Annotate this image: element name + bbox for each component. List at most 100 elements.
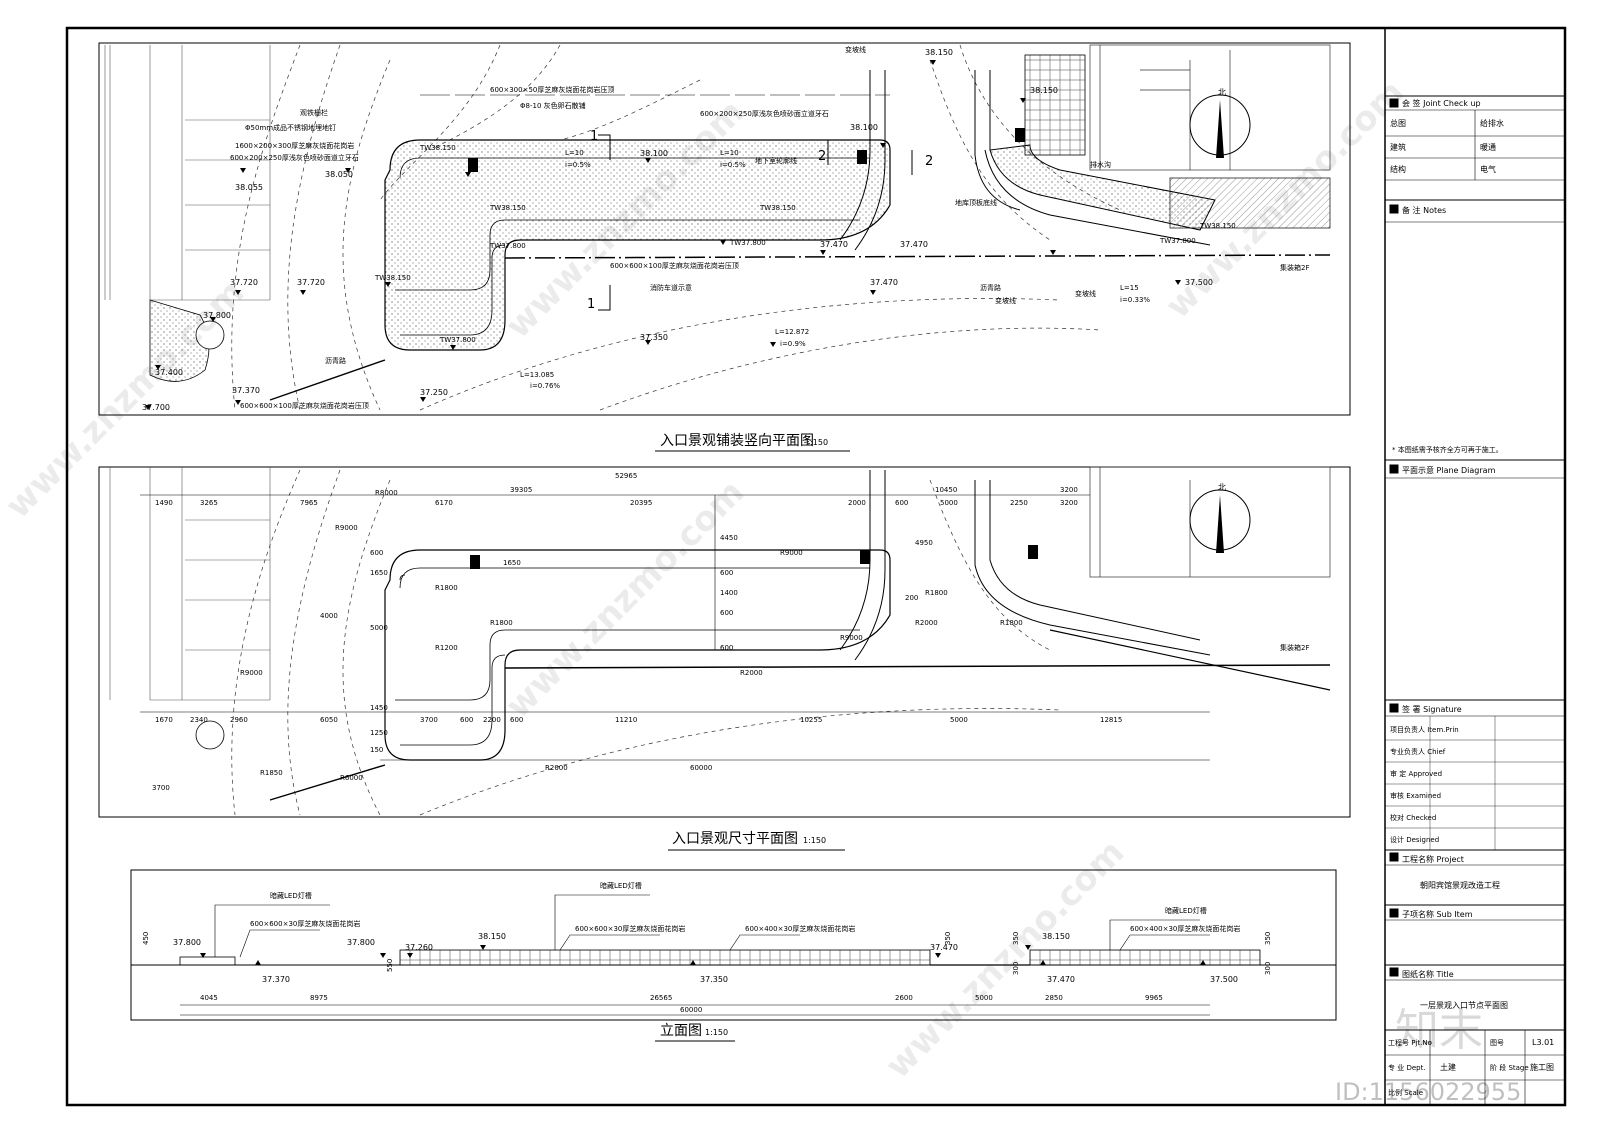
elev-label: 37.400	[155, 368, 183, 377]
dim-label: 3200	[1060, 486, 1078, 494]
sig-row: 校对 Checked	[1390, 813, 1436, 822]
elev-label: 37.470	[870, 278, 898, 287]
dwg-no-label: 图号	[1490, 1039, 1504, 1047]
elev-note: 600×600×30厚芝麻灰烧面花岗岩	[575, 924, 685, 933]
dim-label: 2250	[1010, 499, 1028, 507]
sig-row: 审核 Examined	[1390, 791, 1441, 800]
callout-note: Φ50mm成品不锈钢地埋地钉	[245, 123, 336, 132]
dim-label: 26565	[650, 994, 672, 1002]
callout-note: 排水沟	[1090, 160, 1111, 169]
section-mark: 2	[818, 149, 826, 164]
title-header: 图纸名称 Title	[1402, 969, 1454, 979]
radius-label: R1800	[1000, 619, 1023, 627]
slope-label: i=0.76%	[530, 382, 560, 390]
elev-label: 37.350	[640, 333, 668, 342]
dim-label: 2960	[230, 716, 248, 724]
elev-note: 暗藏LED灯槽	[600, 881, 642, 890]
plan2-title: 入口景观尺寸平面图	[672, 831, 798, 847]
elev-label: 38.150	[925, 48, 953, 57]
elevation-frame	[130, 869, 1337, 1021]
dim-label: 2600	[895, 994, 913, 1002]
plan2-frame	[98, 466, 1351, 818]
dim-label: 5000	[940, 499, 958, 507]
dim-label: 600	[720, 609, 733, 617]
drawing-title: 一层景观入口节点平面图	[1420, 1001, 1508, 1010]
dim-label: 1450	[370, 704, 388, 712]
radius-label: R2000	[545, 764, 568, 772]
jc-cell: 结构	[1390, 164, 1406, 174]
tw-label: TW38.150	[1199, 222, 1236, 230]
elev-note: 600×400×30厚芝麻灰烧面花岗岩	[1130, 924, 1240, 933]
callout-note: 变坡线	[1075, 289, 1096, 298]
dim-label: 10450	[935, 486, 957, 494]
subitem-header: 子项名称 Sub Item	[1402, 909, 1473, 919]
callout-note: 600×600×100厚芝麻灰烧面花岗岩压顶	[610, 261, 739, 270]
dim-label: 1250	[370, 729, 388, 737]
elevation-scale: 1:150	[705, 1028, 728, 1037]
elevation-title: 立面图	[660, 1023, 702, 1039]
north-label: 北	[1218, 88, 1226, 97]
elev-label: 38.055	[235, 183, 263, 192]
dept-label: 专 业 Dept.	[1388, 1063, 1426, 1072]
dim-label: 3700	[152, 784, 170, 792]
section-mark: 1	[590, 129, 598, 144]
slope-label: L=10	[720, 149, 739, 157]
elev-label: 37.800	[203, 311, 231, 320]
section-mark: 1	[587, 297, 595, 312]
elev-label: 38.100	[640, 149, 668, 158]
level-label: 37.260	[405, 943, 433, 952]
watermark-logo: 知末	[1395, 1005, 1483, 1056]
dim-label: 2850	[1045, 994, 1063, 1002]
callout-note: 变坡线	[995, 296, 1016, 305]
callout-note: 消防车道示意	[650, 283, 692, 292]
radius-label: R1800	[490, 619, 513, 627]
slope-label: L=12.872	[775, 328, 809, 336]
callout-note: 地库顶板底线	[955, 198, 997, 207]
jc-cell: 暖通	[1480, 142, 1496, 152]
level-label: 38.150	[1042, 932, 1070, 941]
height-label: 300	[1264, 962, 1272, 975]
slope-label: i=0.5%	[565, 161, 591, 169]
sig-row: 项目负责人 Item.Prin	[1390, 725, 1459, 734]
pjt-no: 工程号 Pjt.No	[1388, 1038, 1432, 1047]
jc-cell: 总图	[1390, 118, 1406, 128]
callout-note: 沥青路	[325, 356, 346, 365]
section-mark: 2	[925, 154, 933, 169]
height-label: 450	[142, 932, 150, 945]
dim-label: 3265	[200, 499, 218, 507]
dim-label: 1650	[370, 569, 388, 577]
svg-text:www.znzmo.com: www.znzmo.com	[498, 472, 752, 726]
dim-label: 4950	[915, 539, 933, 547]
radius-label: R9000	[240, 669, 263, 677]
dim-label: 600	[370, 549, 383, 557]
dim-label: 9965	[1145, 994, 1163, 1002]
callout-note: 600×200×250厚浅灰色喷砂面立道牙石	[700, 109, 829, 118]
paving-area	[384, 139, 891, 351]
slope-label: i=0.5%	[720, 161, 746, 169]
radius-label: R6000	[340, 774, 363, 782]
dim-label: 60000	[690, 764, 712, 772]
callout-note: 地下室轮廓线	[755, 156, 797, 165]
dim-label: 4000	[320, 612, 338, 620]
elev-note: 600×400×30厚芝麻灰烧面花岗岩	[745, 924, 855, 933]
callout-note: 600×300×50厚芝麻灰烧面花岗岩压顶	[490, 85, 614, 94]
elev-label: 37.720	[297, 278, 325, 287]
plan-paving-vertical: 北 38.055 38.050 37.72	[98, 42, 1351, 416]
notes-header: 备 注 Notes	[1402, 205, 1446, 215]
tw-label: TW38.150	[419, 144, 456, 152]
dim-label: 39305	[510, 486, 532, 494]
level-label: 37.370	[262, 975, 290, 984]
dim-label: 4045	[200, 994, 218, 1002]
dim-label: 600	[895, 499, 908, 507]
dim-label: 6170	[435, 499, 453, 507]
dim-label: 7965	[300, 499, 318, 507]
stage-label: 阶 段 Stage	[1490, 1063, 1529, 1072]
callout-note: 1600×200×300厚芝麻灰烧面花岗岩	[235, 141, 354, 150]
elev-label: 38.150	[1030, 86, 1058, 95]
dim-label: 11210	[615, 716, 637, 724]
elev-label: 38.100	[850, 123, 878, 132]
slope-label: i=0.9%	[780, 340, 806, 348]
dim-label: 60000	[680, 1006, 702, 1014]
dim-label: 1400	[720, 589, 738, 597]
elev-label: 37.720	[230, 278, 258, 287]
